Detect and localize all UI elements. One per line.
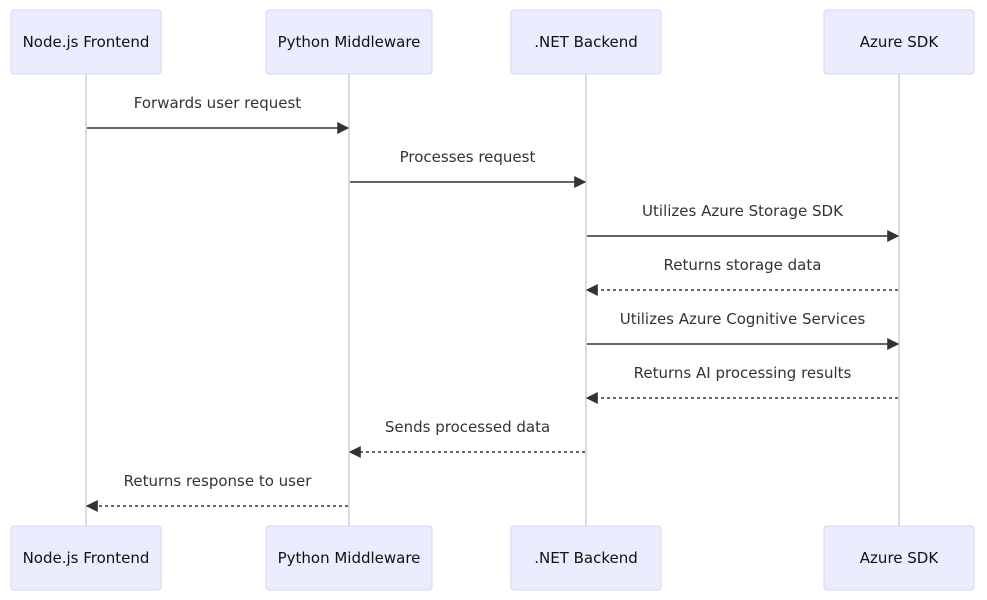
message-label: Sends processed data xyxy=(385,418,550,436)
participant-label: Python Middleware xyxy=(278,549,421,567)
participant-box xyxy=(823,525,975,591)
participant-box xyxy=(510,525,662,591)
participant-box xyxy=(265,525,433,591)
participant-box xyxy=(265,9,433,75)
participant-py-bottom: Python Middleware xyxy=(265,525,433,591)
message-4: Returns storage data xyxy=(585,256,898,296)
message-label: Returns response to user xyxy=(124,472,313,490)
participant-box xyxy=(823,9,975,75)
participant-azure-bottom: Azure SDK xyxy=(823,525,975,591)
participant-py-top: Python Middleware xyxy=(265,9,433,75)
participant-label: Node.js Frontend xyxy=(23,33,150,51)
message-label: Processes request xyxy=(400,148,536,166)
participant-box xyxy=(10,9,162,75)
message-8: Returns response to user xyxy=(85,472,348,512)
message-label: Forwards user request xyxy=(134,94,302,112)
participant-label: Node.js Frontend xyxy=(23,549,150,567)
participant-net-top: .NET Backend xyxy=(510,9,662,75)
lifelines xyxy=(85,74,900,526)
message-label: Returns storage data xyxy=(664,256,822,274)
participant-label: .NET Backend xyxy=(534,549,638,567)
participant-label: .NET Backend xyxy=(534,33,638,51)
message-3: Utilizes Azure Storage SDK xyxy=(587,202,900,242)
participant-box xyxy=(510,9,662,75)
message-6: Returns AI processing results xyxy=(585,364,898,404)
message-label: Utilizes Azure Cognitive Services xyxy=(620,310,866,328)
message-7: Sends processed data xyxy=(348,418,585,458)
participant-net-bottom: .NET Backend xyxy=(510,525,662,591)
participant-label: Python Middleware xyxy=(278,33,421,51)
message-2: Processes request xyxy=(350,148,587,188)
message-1: Forwards user request xyxy=(87,94,350,134)
message-5: Utilizes Azure Cognitive Services xyxy=(587,310,900,350)
participant-label: Azure SDK xyxy=(860,549,940,567)
participant-node-top: Node.js Frontend xyxy=(10,9,162,75)
message-label: Returns AI processing results xyxy=(634,364,852,382)
message-label: Utilizes Azure Storage SDK xyxy=(642,202,844,220)
participant-azure-top: Azure SDK xyxy=(823,9,975,75)
participant-label: Azure SDK xyxy=(860,33,940,51)
participant-box xyxy=(10,525,162,591)
participant-node-bottom: Node.js Frontend xyxy=(10,525,162,591)
